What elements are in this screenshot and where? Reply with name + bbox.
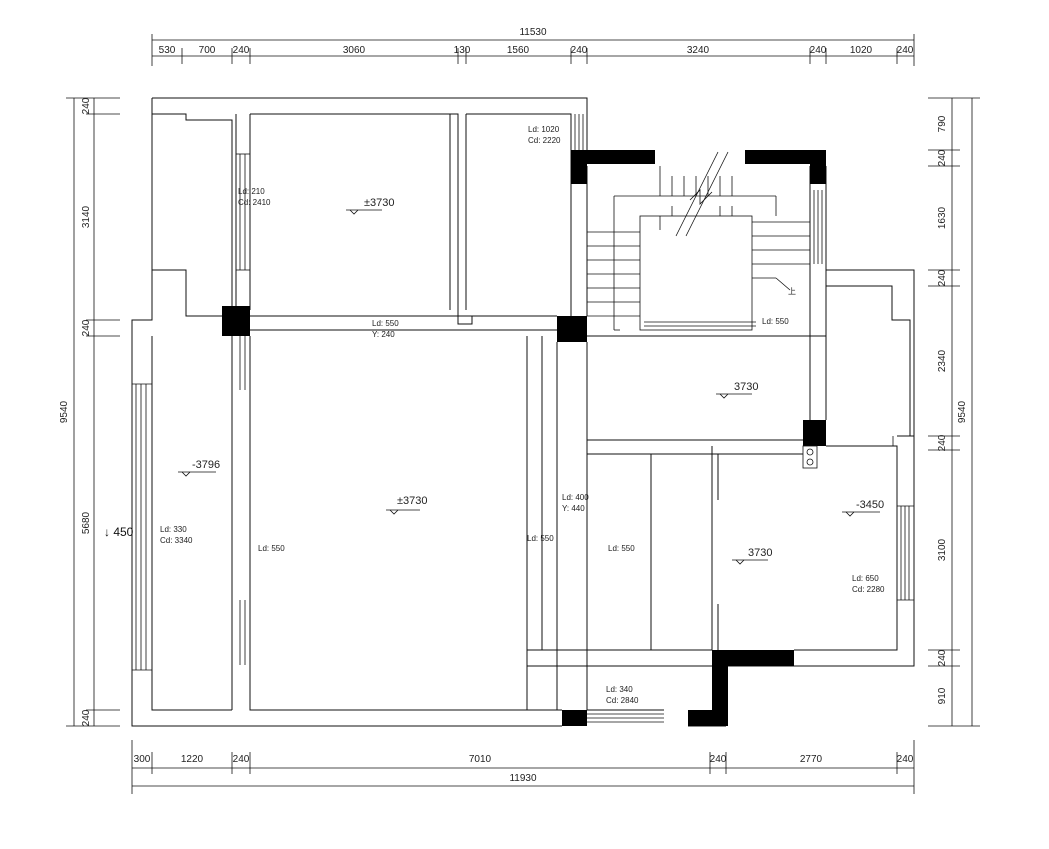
right-dim-3: 1630 — [937, 206, 948, 229]
bottom-dim-1: 300 — [134, 754, 151, 765]
right-dim-5: 2340 — [937, 349, 948, 372]
level-right-room: 3730 — [748, 547, 772, 559]
window-label-left-ld: Ld: 330 — [160, 525, 187, 534]
left-dim-4: 5680 — [81, 511, 92, 534]
top-dim-7: 240 — [571, 45, 588, 56]
window-label-bottom-cd: Cd: 2840 — [606, 696, 639, 705]
bottom-total-dim: 11930 — [509, 773, 537, 784]
top-total-dim: 11530 — [519, 27, 547, 38]
top-dim-11: 240 — [897, 45, 914, 56]
level-markers — [178, 209, 880, 565]
level-right-low: -3450 — [856, 499, 884, 511]
column — [803, 420, 826, 446]
right-total-dim: 9540 — [957, 400, 968, 423]
left-dim-2: 3140 — [81, 205, 92, 228]
bottom-dim-2: 1220 — [181, 754, 204, 765]
bottom-dimension-chain — [131, 740, 915, 794]
top-dim-9: 240 — [810, 45, 827, 56]
window-label-left-cd: Cd: 3340 — [160, 536, 193, 545]
top-dim-1: 530 — [159, 45, 176, 56]
level-stair-landing: 3730 — [734, 381, 758, 393]
beam-label-top-y: Y: 240 — [372, 330, 395, 339]
right-dim-7: 3100 — [937, 538, 948, 561]
beam-label-mid-y: Y: 440 — [562, 504, 585, 513]
column — [557, 316, 587, 342]
level-left-corridor: -3796 — [192, 459, 220, 471]
bottom-dim-6: 2770 — [800, 754, 823, 765]
beam-label-top-ld: Ld: 550 — [372, 319, 399, 328]
windows — [132, 114, 914, 723]
level-top-room: ±3730 — [364, 197, 395, 209]
right-dim-6: 240 — [937, 434, 948, 451]
level-main-room: ±3730 — [397, 495, 428, 507]
bottom-dim-5: 240 — [710, 754, 727, 765]
staircase — [587, 151, 810, 331]
stair-up-label: 上 — [788, 287, 796, 296]
top-dim-4: 3060 — [343, 45, 366, 56]
left-dimension-chain — [66, 97, 120, 727]
top-dimension-chain — [151, 34, 915, 66]
window-label-right-cd: Cd: 2280 — [852, 585, 885, 594]
window-label-right-ld: Ld: 650 — [852, 574, 879, 583]
column — [745, 150, 826, 164]
right-dim-9: 910 — [937, 687, 948, 704]
column — [688, 710, 728, 726]
window-label-bottom-ld: Ld: 340 — [606, 685, 633, 694]
top-dim-6: 1560 — [507, 45, 530, 56]
top-dim-3: 240 — [233, 45, 250, 56]
left-dim-5: 240 — [81, 709, 92, 726]
left-total-dim: 9540 — [59, 400, 70, 423]
window-label-top-right-ld: Ld: 1020 — [528, 125, 560, 134]
column — [712, 650, 794, 666]
left-dim-3: 240 — [81, 319, 92, 336]
top-dim-2: 700 — [199, 45, 216, 56]
main-ld-label: Ld: 550 — [258, 544, 285, 553]
bottom-dim-4: 7010 — [469, 754, 492, 765]
column — [571, 150, 655, 164]
structural-columns — [222, 150, 826, 726]
left-dim-1: 240 — [81, 97, 92, 114]
window-label-top-left-cd: Cd: 2410 — [238, 198, 271, 207]
stair-ld-label: Ld: 550 — [762, 317, 789, 326]
column — [810, 150, 826, 184]
right-dim-2: 240 — [937, 149, 948, 166]
top-dim-8: 3240 — [687, 45, 710, 56]
top-dim-10: 1020 — [850, 45, 873, 56]
bottom-dim-7: 240 — [897, 754, 914, 765]
right-dim-4: 240 — [937, 269, 948, 286]
right-dim-1: 790 — [937, 115, 948, 132]
window-label-top-right-cd: Cd: 2220 — [528, 136, 561, 145]
window-label-top-left-ld: Ld: 210 — [238, 187, 265, 196]
exterior-walls — [131, 97, 915, 727]
right-ld-label-2: Ld: 550 — [608, 544, 635, 553]
right-ld-label-1: Ld: 550 — [527, 534, 554, 543]
column — [222, 306, 250, 336]
left-height-label: ↓ 450 — [104, 525, 134, 539]
column — [712, 650, 728, 726]
bottom-dim-3: 240 — [233, 754, 250, 765]
right-dimension-chain — [928, 97, 980, 727]
column — [562, 710, 587, 726]
top-dim-5: 130 — [454, 45, 471, 56]
beam-label-mid-ld: Ld: 400 — [562, 493, 589, 502]
right-dim-8: 240 — [937, 649, 948, 666]
